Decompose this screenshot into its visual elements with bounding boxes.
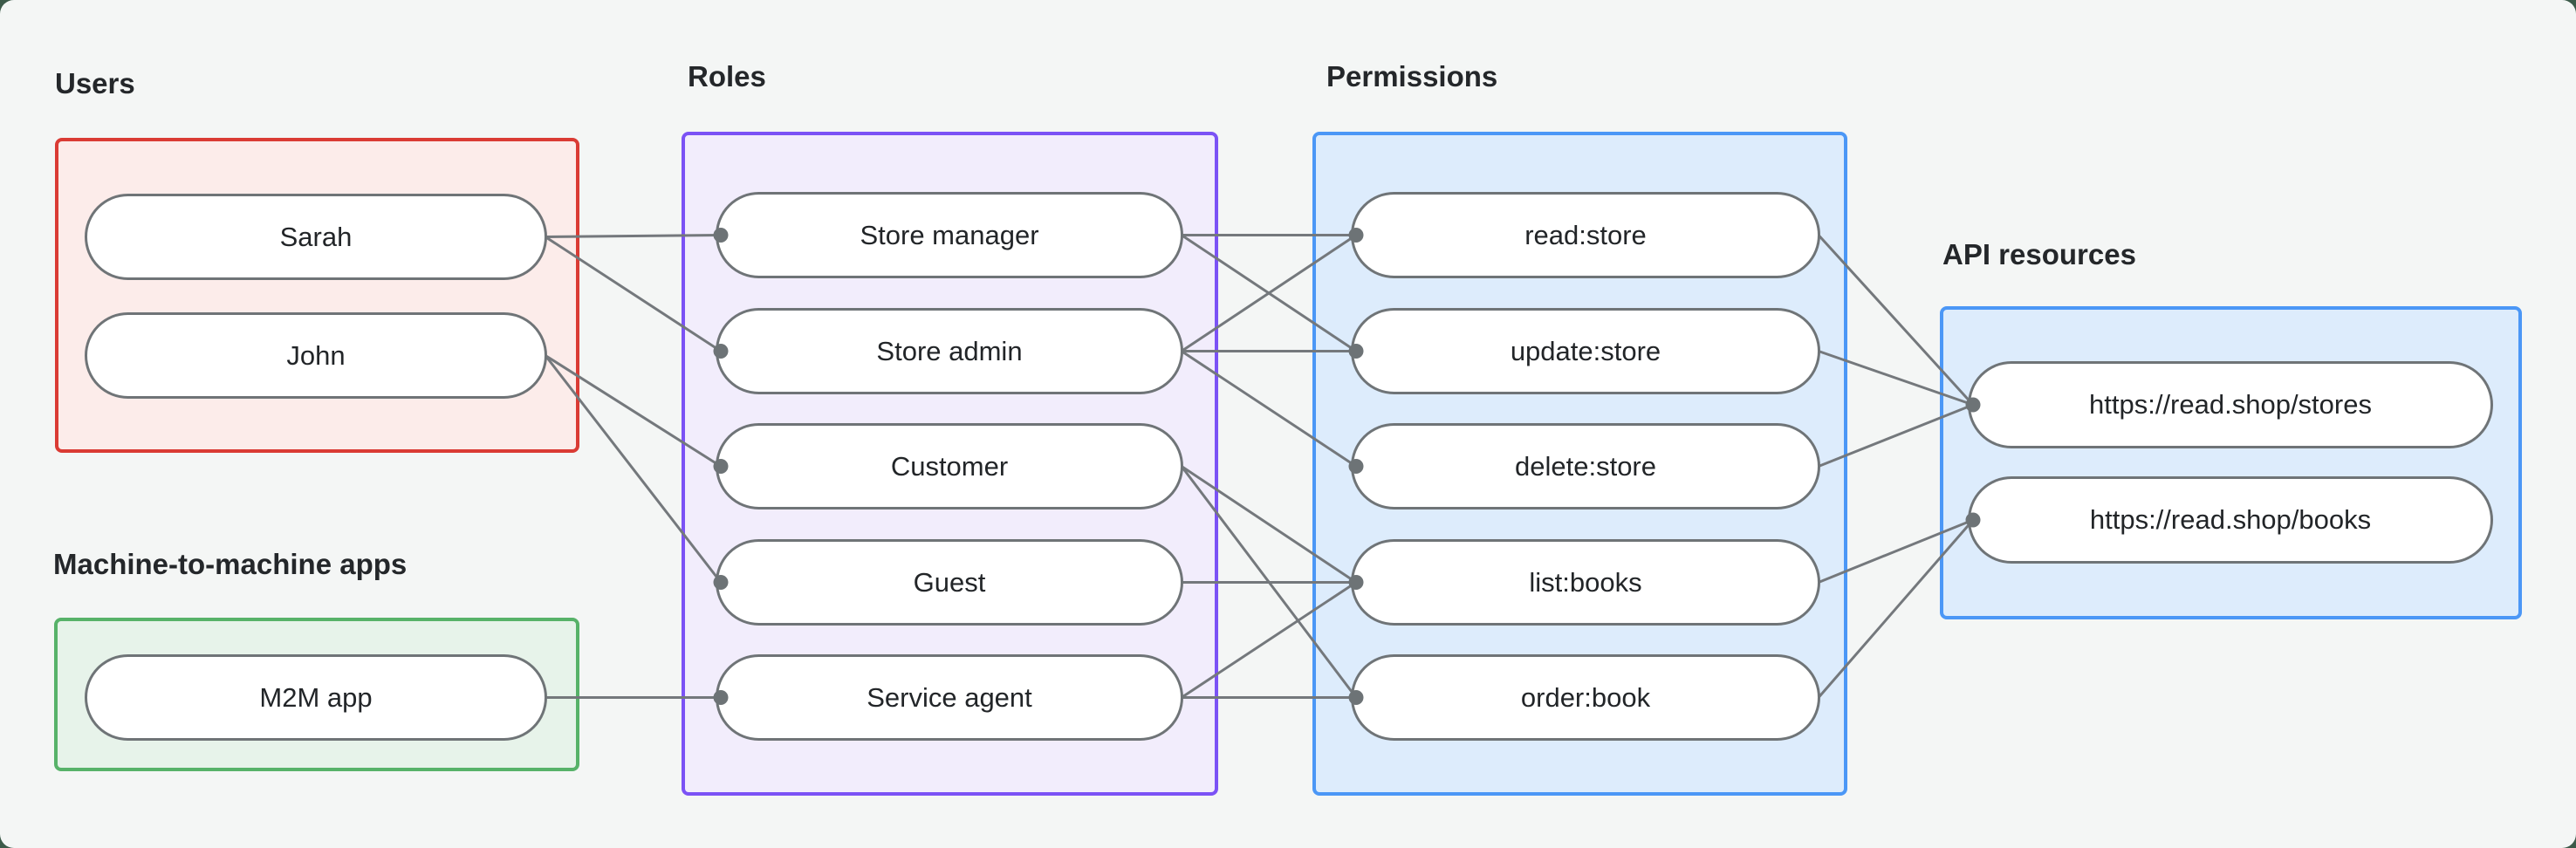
node-guest: Guest — [716, 539, 1183, 626]
node-sarah: Sarah — [85, 194, 547, 280]
node-m2m-app: M2M app — [85, 654, 547, 741]
node-customer: Customer — [716, 423, 1183, 509]
users-group-label: Users — [55, 67, 135, 99]
api-resources-group-box — [1940, 306, 2522, 619]
node-read-store: read:store — [1351, 192, 1820, 278]
node-books: https://read.shop/books — [1968, 476, 2493, 564]
m2m-group-label: Machine-to-machine apps — [53, 548, 408, 580]
permissions-group-label: Permissions — [1326, 60, 1498, 92]
api-resources-group-label: API resources — [1942, 238, 2136, 270]
node-delete-store: delete:store — [1351, 423, 1820, 509]
node-store-manager: Store manager — [716, 192, 1183, 278]
node-store-admin: Store admin — [716, 308, 1183, 394]
node-john: John — [85, 312, 547, 399]
users-group-box — [55, 138, 579, 453]
node-order-book: order:book — [1351, 654, 1820, 741]
roles-group-label: Roles — [688, 60, 766, 92]
node-update-store: update:store — [1351, 308, 1820, 394]
node-stores: https://read.shop/stores — [1968, 361, 2493, 448]
node-list-books: list:books — [1351, 539, 1820, 626]
node-service-agent: Service agent — [716, 654, 1183, 741]
